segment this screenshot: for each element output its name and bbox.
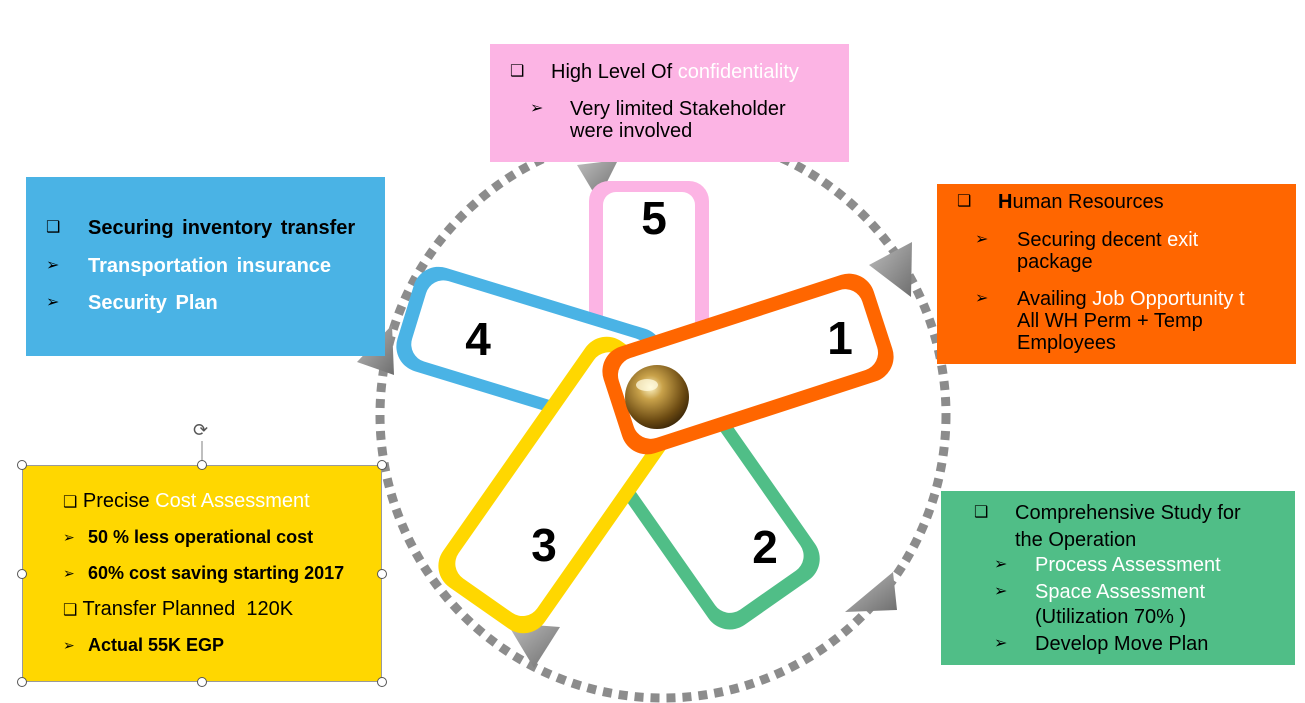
square-bullet-icon: ❑ <box>510 63 525 80</box>
box1-item-1: Securing decent exit <box>1017 229 1198 251</box>
box5-title: High Level Of confidentiality <box>551 61 799 83</box>
box2-item-3: Develop Move Plan <box>1035 633 1209 655</box>
box3-title-text: Precise <box>82 490 156 512</box>
square-bullet-icon: ❑ <box>63 602 78 619</box>
box5-item-1-cont: were involved <box>570 120 693 142</box>
resize-handle-right[interactable] <box>377 569 387 579</box>
info-box-2-study: ❑ Comprehensive Study for the Operation … <box>941 491 1295 665</box>
box2-title-cont: the Operation <box>1015 529 1137 551</box>
box3-item-2: 60% cost saving starting 2017 <box>88 563 345 583</box>
cycle-arrow-head <box>869 242 912 297</box>
square-bullet-icon: ❑ <box>46 219 61 236</box>
box3-title: ❑ Precise Cost Assessment <box>63 490 310 514</box>
resize-handle-bottom[interactable] <box>197 677 207 687</box>
box4-title: Securing inventory transfer <box>88 217 356 239</box>
step-number-4: 4 <box>465 313 491 365</box>
square-bullet-icon: ❑ <box>974 504 989 521</box>
arrow-bullet-icon: ➢ <box>63 565 75 581</box>
box1-title-initial: H <box>998 191 1013 213</box>
box1-title: Human Resources <box>998 191 1164 213</box>
box1-title-rest: uman Resources <box>1012 191 1164 213</box>
box4-item-1: Transportation insurance <box>88 255 332 277</box>
box3-title-highlight: Cost Assessment <box>155 490 310 512</box>
arrow-bullet-icon: ➢ <box>975 290 989 307</box>
arrow-bullet-icon: ➢ <box>46 257 60 274</box>
step-number-3: 3 <box>531 519 557 571</box>
arrow-bullet-icon: ➢ <box>46 294 60 311</box>
resize-handle-top-left[interactable] <box>17 460 27 470</box>
resize-handle-left[interactable] <box>17 569 27 579</box>
box4-item-2: Security Plan <box>88 292 218 314</box>
resize-handle-bottom-right[interactable] <box>377 677 387 687</box>
cycle-arrow-head <box>507 623 560 668</box>
box2-title: Comprehensive Study for <box>1015 502 1241 524</box>
arrow-bullet-icon: ➢ <box>975 231 989 248</box>
box2-item-2: Space Assessment <box>1035 581 1206 603</box>
box1-item-1-cont: package <box>1017 251 1093 273</box>
box2-item-2-cont: (Utilization 70% ) <box>1035 606 1187 628</box>
box5-item-1: Very limited Stakeholder <box>570 98 786 120</box>
box3-item-1: 50 % less operational cost <box>88 527 314 547</box>
box2-item-1: Process Assessment <box>1035 554 1221 576</box>
info-box-4-inventory: ❑ Securing inventory transfer ➢ Transpor… <box>26 177 385 356</box>
step-number-2: 2 <box>752 521 778 573</box>
arrow-bullet-icon: ➢ <box>530 100 544 117</box>
square-bullet-icon: ❑ <box>63 494 78 511</box>
box1-item-2-text: Availing <box>1017 288 1093 310</box>
arrow-bullet-icon: ➢ <box>63 637 75 653</box>
box1-item-2-cont2: Employees <box>1017 332 1116 354</box>
square-bullet-icon: ❑ <box>957 193 972 210</box>
resize-handle-top[interactable] <box>197 460 207 470</box>
info-box-3-cost[interactable]: ❑ Precise Cost Assessment ➢ 50 % less op… <box>22 465 382 682</box>
arrow-bullet-icon: ➢ <box>994 635 1008 652</box>
rotate-handle-icon[interactable]: ⟳ <box>193 420 209 440</box>
resize-handle-bottom-left[interactable] <box>17 677 27 687</box>
step-number-1: 1 <box>827 312 853 364</box>
arrow-bullet-icon: ➢ <box>994 556 1008 573</box>
box1-item-1-text: Securing decent <box>1017 229 1168 251</box>
cycle-arrow-head <box>577 160 618 200</box>
box3-title-2-text: Transfer Planned 120K <box>82 598 294 620</box>
cycle-arrow-head <box>845 572 897 612</box>
step-number-5: 5 <box>641 192 667 244</box>
box3-title-2: ❑ Transfer Planned 120K <box>63 598 293 622</box>
box1-item-2-cont: All WH Perm + Temp <box>1017 310 1203 332</box>
resize-handle-top-right[interactable] <box>377 460 387 470</box>
box1-item-2: Availing Job Opportunity t <box>1017 288 1245 310</box>
box5-title-highlight: confidentiality <box>677 61 799 83</box>
box1-item-1-highlight: exit <box>1167 229 1199 251</box>
arrow-bullet-icon: ➢ <box>994 583 1008 600</box>
box1-item-2-highlight: Job Opportunity t <box>1092 288 1245 310</box>
info-box-1-human-resources: ❑ Human Resources ➢ Securing decent exit… <box>937 184 1296 364</box>
arrow-bullet-icon: ➢ <box>63 529 75 545</box>
box3-item-3: Actual 55K EGP <box>88 635 225 655</box>
box5-title-text: High Level Of <box>551 61 678 83</box>
info-box-5-confidentiality: ❑ High Level Of confidentiality ➢ Very l… <box>490 44 849 162</box>
